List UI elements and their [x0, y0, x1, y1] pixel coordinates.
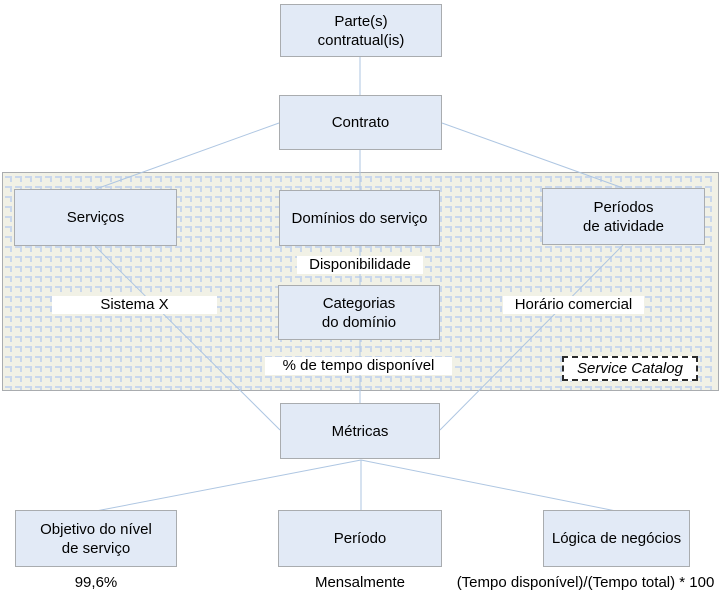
connector: [439, 244, 624, 431]
label-availability: Disponibilidade: [297, 256, 423, 274]
annotation-slo-example: 99,6%: [74, 574, 118, 591]
connector: [95, 122, 280, 190]
node-activity-periods: Períodos de atividade: [542, 188, 705, 245]
node-domain-categories: Categorias do domínio: [278, 285, 440, 340]
label-system-x: Sistema X: [52, 296, 217, 314]
label-available-time-pct: % de tempo disponível: [265, 357, 452, 375]
annotation-logic-formula: (Tempo disponível)/(Tempo total) * 100: [456, 574, 715, 591]
node-period: Período: [278, 510, 442, 567]
label-service-catalog: Service Catalog: [562, 356, 698, 381]
connector: [95, 459, 362, 512]
node-contract: Contrato: [279, 95, 442, 150]
connector: [94, 245, 281, 431]
node-services: Serviços: [14, 189, 177, 246]
node-contracting-party: Parte(s) contratual(is): [280, 4, 442, 57]
connector: [441, 122, 624, 189]
annotation-period-example: Mensalmente: [314, 574, 406, 591]
node-business-logic: Lógica de negócios: [543, 510, 690, 567]
node-service-level-objective: Objetivo do nível de serviço: [15, 510, 177, 567]
node-metrics: Métricas: [280, 403, 440, 459]
label-business-hours: Horário comercial: [503, 296, 644, 314]
connector: [360, 459, 617, 512]
node-service-domains: Domínios do serviço: [279, 190, 440, 246]
